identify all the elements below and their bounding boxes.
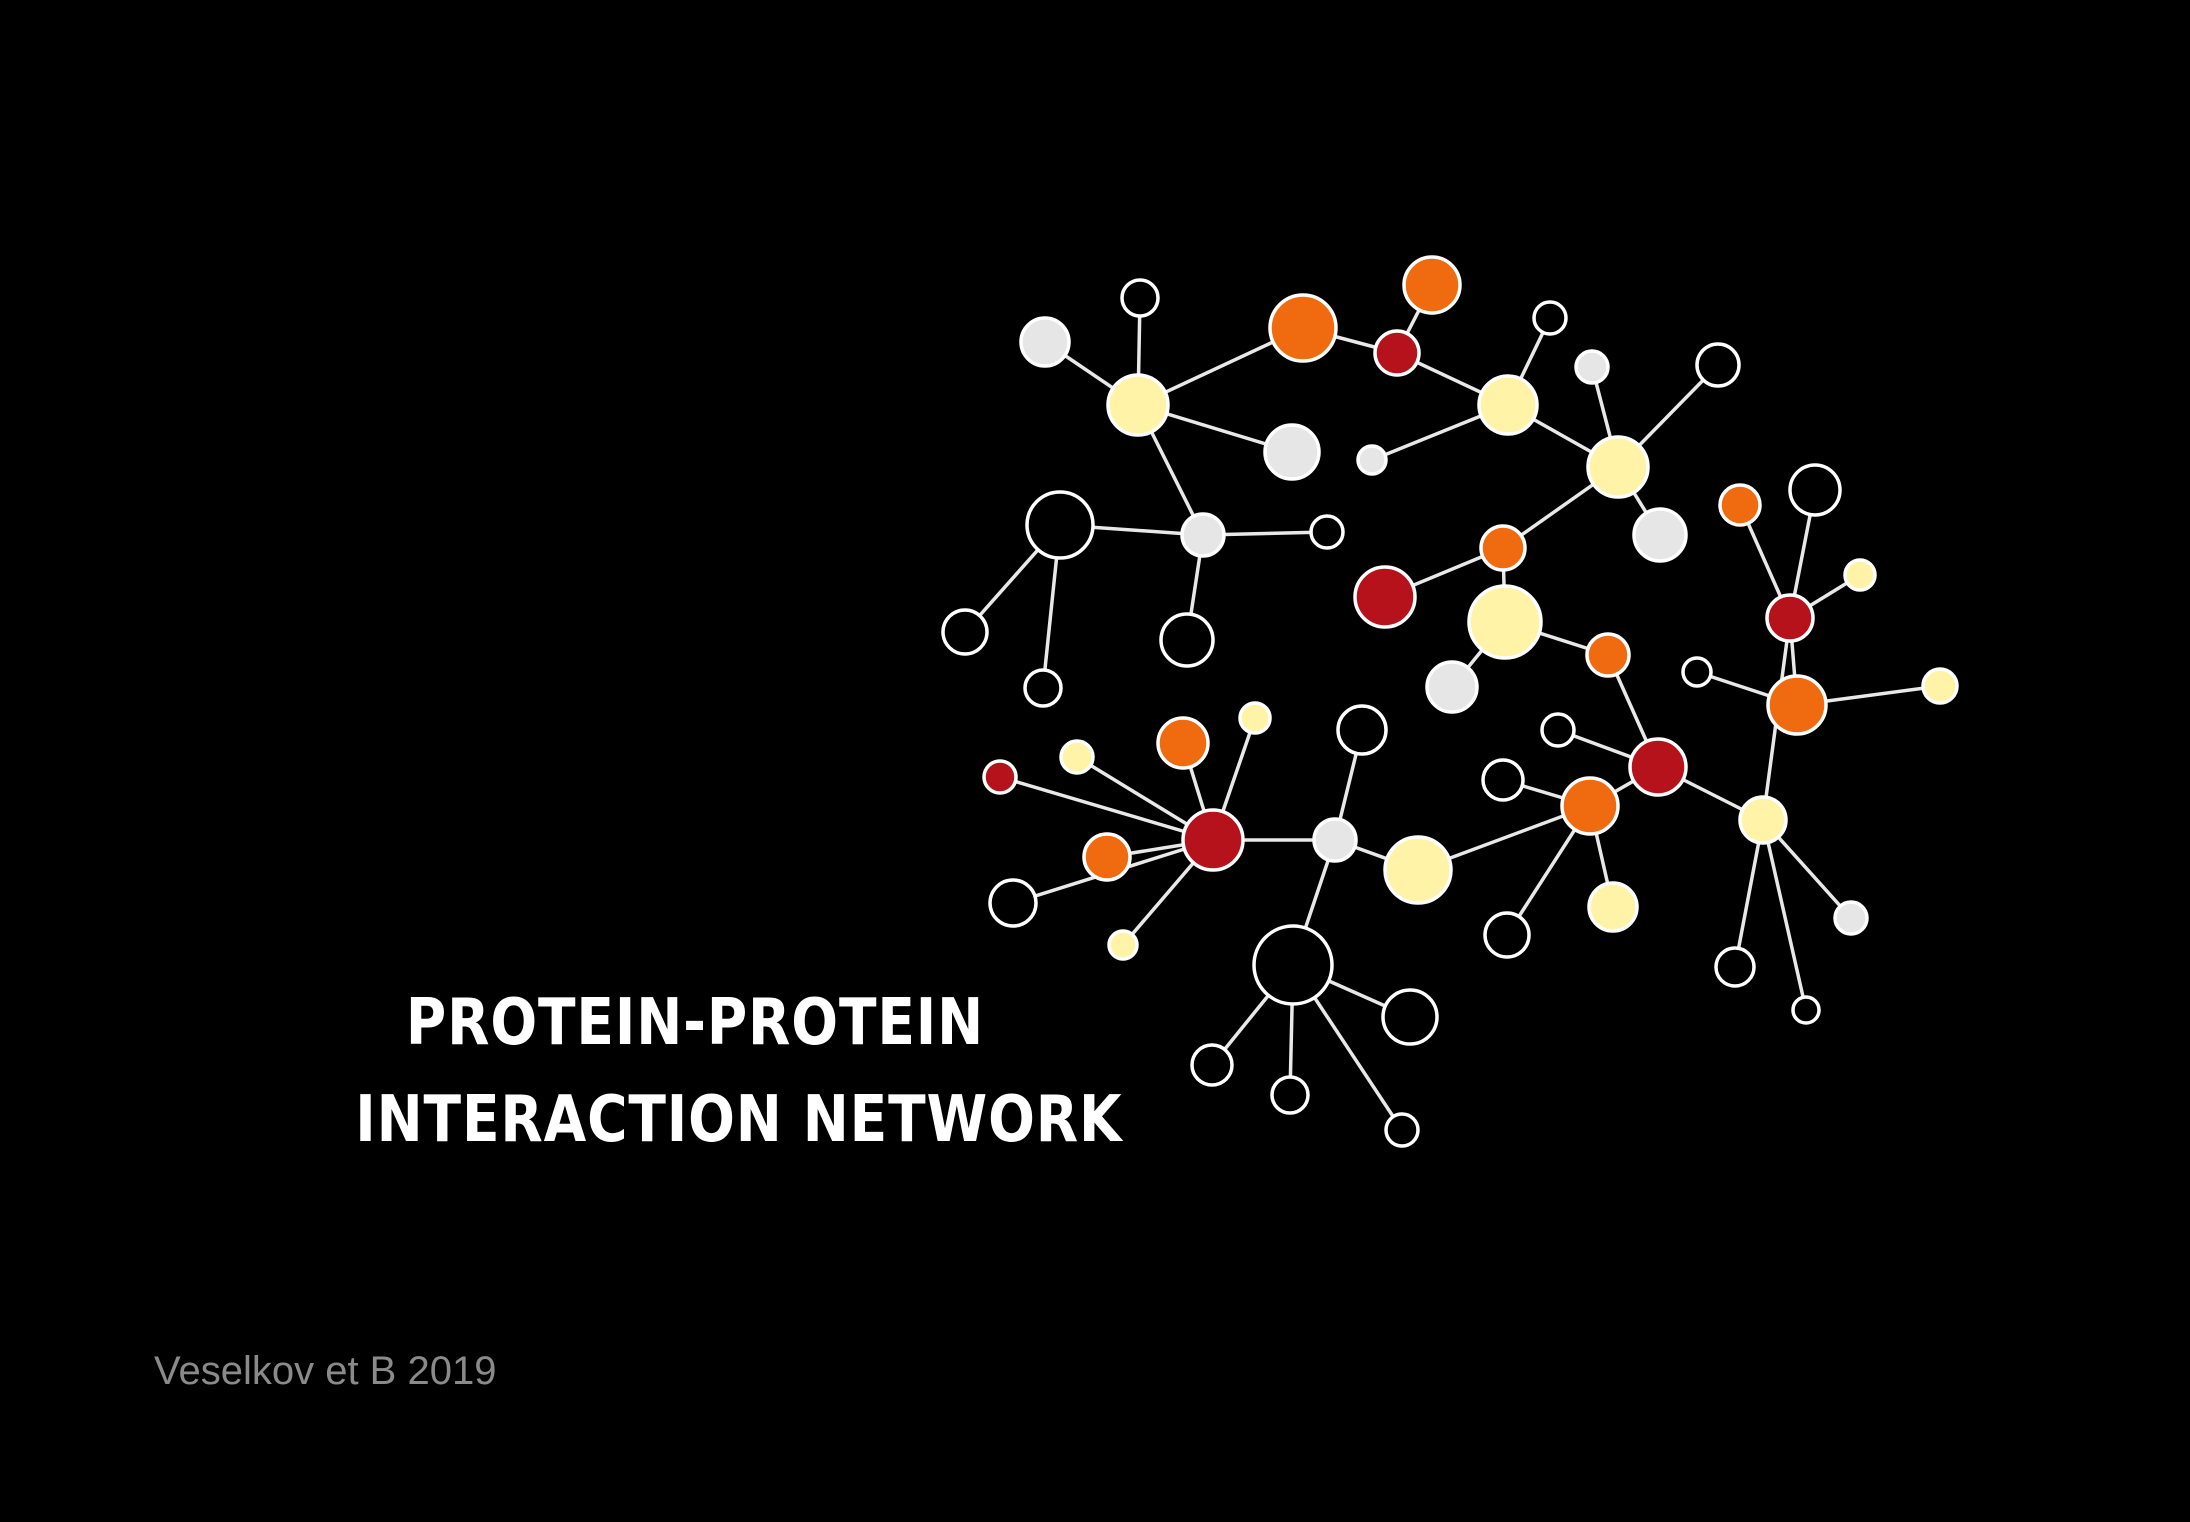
network-node-red <box>1353 565 1417 629</box>
network-node-yellow <box>1238 701 1272 735</box>
network-node-hollow <box>1384 1112 1420 1148</box>
network-node-hollow <box>988 878 1038 928</box>
network-node-yellow <box>1587 881 1639 933</box>
network-nodes <box>941 255 1959 1148</box>
network-node-hollow <box>1788 463 1842 517</box>
network-node-hollow <box>1023 668 1063 708</box>
network-node-hollow <box>1481 758 1525 802</box>
network-node-hollow <box>941 608 989 656</box>
network-node-hollow <box>1381 988 1439 1046</box>
network-node-red <box>1373 329 1421 377</box>
network-node-white <box>1425 660 1479 714</box>
network-node-orange <box>1585 632 1631 678</box>
network-node-orange <box>1156 716 1210 770</box>
network-node-red <box>982 759 1018 795</box>
network-node-hollow <box>1159 612 1215 668</box>
network-node-yellow <box>1383 835 1453 905</box>
network-node-white <box>1833 900 1869 936</box>
network-node-orange <box>1560 776 1620 836</box>
network-edge <box>1761 818 1808 1012</box>
network-node-hollow <box>1252 924 1334 1006</box>
network-node-hollow <box>1025 490 1095 560</box>
network-node-orange <box>1766 674 1828 736</box>
network-node-white <box>1180 512 1226 558</box>
network-node-orange <box>1479 524 1527 572</box>
title-line-1: PROTEIN-PROTEIN <box>405 986 985 1060</box>
network-node-white <box>1019 316 1071 368</box>
network-node-orange <box>1082 832 1132 882</box>
network-node-red <box>1181 808 1245 872</box>
network-node-hollow <box>1714 946 1756 988</box>
network-node-orange <box>1402 255 1462 315</box>
network-node-hollow <box>1190 1043 1234 1087</box>
network-node-hollow <box>1309 514 1345 550</box>
network-node-hollow <box>1791 995 1821 1025</box>
network-node-yellow <box>1059 739 1095 775</box>
network-node-white <box>1263 423 1321 481</box>
network-node-white <box>1574 349 1610 385</box>
network-node-yellow <box>1467 584 1543 660</box>
network-node-hollow <box>1483 911 1531 959</box>
network-edge <box>998 775 1215 842</box>
network-node-white <box>1312 817 1358 863</box>
network-node-hollow <box>1681 656 1713 688</box>
network-node-red <box>1628 737 1688 797</box>
citation: Veselkov et B 2019 <box>154 1349 497 1393</box>
network-node-white <box>1632 507 1688 563</box>
title-line-2: INTERACTION NETWORK <box>355 1083 1123 1157</box>
network-node-yellow <box>1477 374 1539 436</box>
network-node-yellow <box>1107 929 1139 961</box>
network-node-hollow <box>1540 712 1576 748</box>
network-node-yellow <box>1921 667 1959 705</box>
network-node-yellow <box>1843 558 1877 592</box>
network-node-white <box>1356 444 1388 476</box>
network-node-hollow <box>1532 300 1568 336</box>
network-node-red <box>1765 593 1815 643</box>
network-node-orange <box>1268 293 1338 363</box>
network-node-orange <box>1718 483 1762 527</box>
network-node-hollow <box>1695 342 1741 388</box>
network-node-hollow <box>1270 1075 1310 1115</box>
network-node-hollow <box>1336 704 1388 756</box>
network-node-yellow <box>1738 795 1788 845</box>
network-node-yellow <box>1106 373 1170 437</box>
network-node-yellow <box>1586 435 1650 499</box>
network-edge <box>1733 818 1765 969</box>
network-node-hollow <box>1120 278 1160 318</box>
